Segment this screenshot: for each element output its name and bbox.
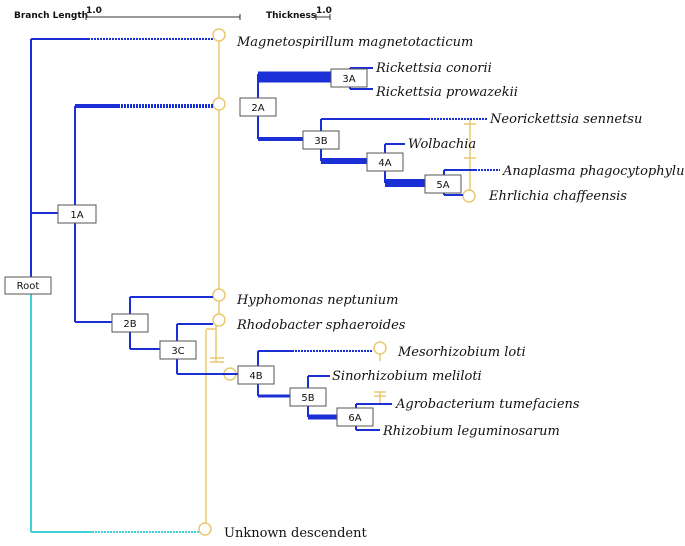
node-5a-box — [424, 174, 462, 194]
node-3c-box — [159, 340, 197, 360]
thickness-lines — [198, 28, 476, 536]
node-3a-label: 3A — [342, 74, 355, 85]
leaf-rhizobium[interactable]: Rhizobium leguminosarum — [382, 424, 560, 439]
leaf-anaplasma[interactable]: Anaplasma phagocytophylum — [502, 164, 685, 179]
leaf-rickettsia-conorii[interactable]: Rickettsia conorii — [375, 61, 492, 76]
node-4b-label: 4B — [249, 371, 262, 382]
branch-length-scale: Branch Length 1.0 — [14, 6, 241, 21]
leaf-wolbachia[interactable]: Wolbachia — [408, 137, 476, 152]
node-2a-box — [239, 97, 277, 117]
leaf-agrobacterium[interactable]: Agrobacterium tumefaciens — [395, 397, 580, 412]
node-4a-label: 4A — [378, 158, 391, 169]
leaf-rickettsia-prowazekii[interactable]: Rickettsia prowazekii — [375, 85, 518, 100]
node-circle-hyphomonas — [212, 288, 226, 302]
node-3a[interactable]: 3A — [330, 68, 368, 88]
node-circle-2a — [212, 97, 226, 111]
leaf-magnetospirillum[interactable]: Magnetospirillum magnetotacticum — [236, 35, 473, 50]
node-6a-box — [336, 407, 374, 427]
leaf-sinorhizobium[interactable]: Sinorhizobium meliloti — [332, 369, 482, 384]
node-4b-box — [237, 365, 275, 385]
leaf-unknown-descendent[interactable]: Unknown descendent — [224, 526, 367, 541]
thickness-title: Thickness — [266, 11, 316, 21]
node-4a-box — [366, 152, 404, 172]
node-3c-label: 3C — [171, 346, 184, 357]
node-circle-unknown — [198, 522, 212, 536]
node-circle-ehrlichia — [462, 189, 476, 203]
node-5b-label: 5B — [301, 393, 314, 404]
node-boxes: Root 1A 2A 3A 3B 4A 5A 2B — [4, 68, 462, 427]
leaf-labels: Magnetospirillum magnetotacticum Rickett… — [224, 35, 685, 541]
node-2b[interactable]: 2B — [111, 313, 149, 333]
node-3b-box — [302, 130, 340, 150]
node-circle-rhodobacter — [212, 313, 226, 327]
node-4a[interactable]: 4A — [366, 152, 404, 172]
leaf-rhodobacter[interactable]: Rhodobacter sphaeroides — [236, 318, 406, 333]
node-2b-box — [111, 313, 149, 333]
node-root[interactable]: Root — [4, 276, 52, 295]
node-6a-label: 6A — [348, 413, 361, 424]
node-5a[interactable]: 5A — [424, 174, 462, 194]
branch-length-value: 1.0 — [86, 6, 102, 16]
node-3a-box — [330, 68, 368, 88]
node-3b[interactable]: 3B — [302, 130, 340, 150]
node-2b-label: 2B — [123, 319, 136, 330]
node-2a[interactable]: 2A — [239, 97, 277, 117]
node-6a[interactable]: 6A — [336, 407, 374, 427]
node-3c[interactable]: 3C — [159, 340, 197, 360]
node-root-label: Root — [17, 281, 40, 292]
branch-length-title: Branch Length — [14, 11, 88, 21]
leaf-hyphomonas[interactable]: Hyphomonas neptunium — [236, 293, 399, 308]
thickness-value: 1.0 — [316, 6, 332, 16]
node-1a-label: 1A — [70, 210, 83, 221]
node-1a-box — [57, 204, 97, 224]
node-1a[interactable]: 1A — [57, 204, 97, 224]
leaf-mesorhizobium[interactable]: Mesorhizobium loti — [397, 345, 526, 360]
node-4b[interactable]: 4B — [237, 365, 275, 385]
node-5b-box — [289, 387, 327, 407]
node-5b[interactable]: 5B — [289, 387, 327, 407]
node-2a-label: 2A — [251, 103, 264, 114]
node-circle-magnetospirillum — [212, 28, 226, 42]
leaf-neorickettsia[interactable]: Neorickettsia sennetsu — [489, 112, 642, 127]
thickness-scale: Thickness 1.0 — [266, 6, 332, 21]
root-branch-unknown — [30, 285, 199, 533]
node-5a-label: 5A — [436, 180, 449, 191]
node-circle-mesorhizobium — [373, 341, 387, 355]
leaf-ehrlichia[interactable]: Ehrlichia chaffeensis — [488, 189, 627, 204]
node-root-box — [4, 276, 52, 295]
node-3b-label: 3B — [314, 136, 327, 147]
